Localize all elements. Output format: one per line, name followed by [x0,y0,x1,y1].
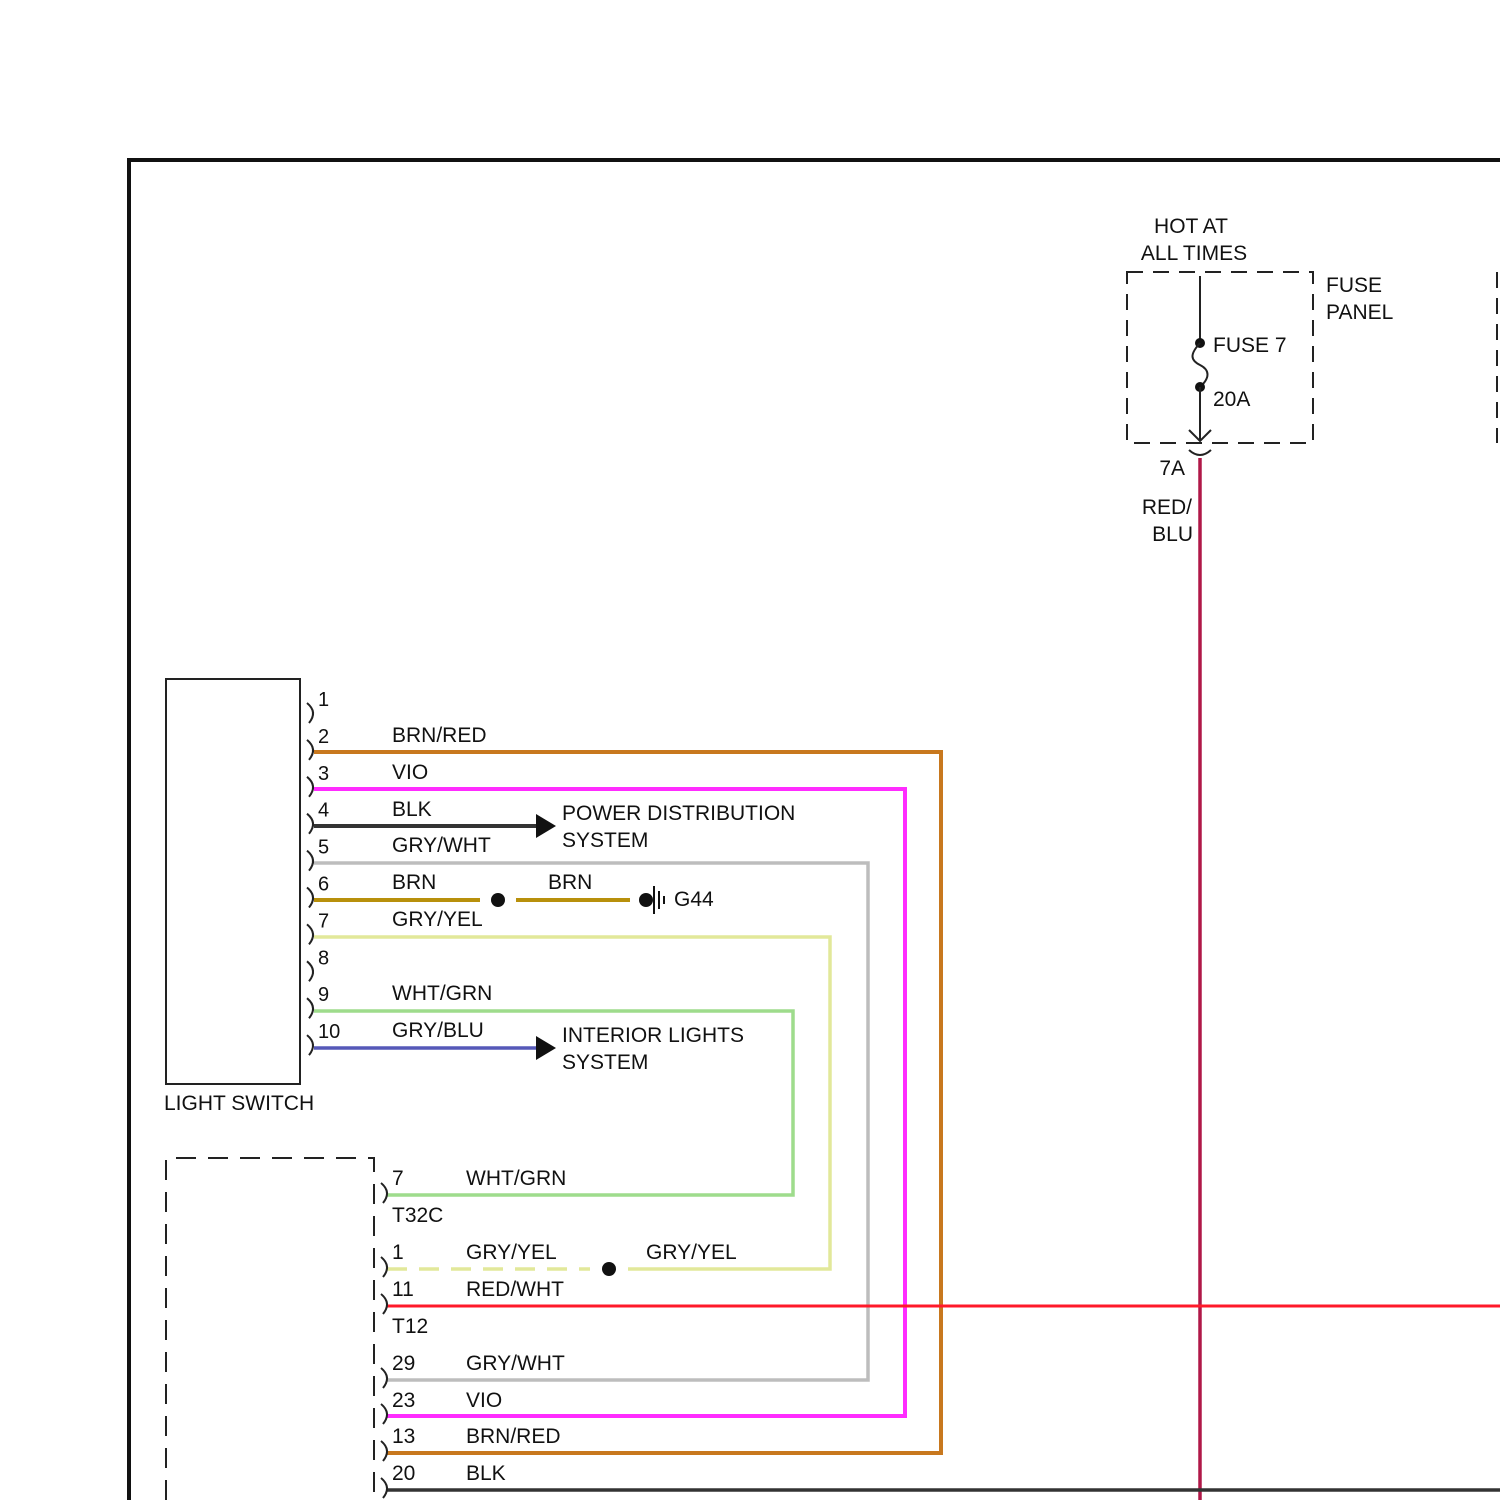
wire-label-vio: VIO [466,1389,502,1412]
connector-pin-symbol [381,1257,387,1277]
terminal-7a-label: 7A [1159,457,1185,480]
interior-lights-label: INTERIOR LIGHTS [562,1024,744,1047]
pin-label: 1 [392,1241,404,1264]
lower-module-pins [381,1183,387,1498]
light-switch-pins: 1 2 3 4 5 6 7 8 9 10 [307,689,340,1055]
wire-label-gry-yel: GRY/YEL [466,1241,557,1264]
pin-label: 5 [318,837,329,859]
ground-dot [639,893,653,907]
wire-label-red-wht: RED/WHT [466,1278,564,1301]
fuse-element [1193,343,1208,387]
connector-pin-symbol [381,1183,387,1203]
connector-t12-label: T12 [392,1315,428,1338]
pin-label: 10 [318,1021,340,1043]
lower-module: T32C T12 [166,1158,443,1500]
connector-pin-symbol [307,740,313,760]
light-switch: LIGHT SWITCH [164,679,314,1115]
fuse-rating-label: 20A [1213,388,1250,411]
connector-t32c-label: T32C [392,1204,443,1227]
wire-label-gry-yel: GRY/YEL [646,1241,737,1264]
light-switch-label: LIGHT SWITCH [164,1092,314,1115]
connector-pin-symbol [381,1294,387,1314]
pin-label: 2 [318,726,329,748]
connector-pin-symbol [307,703,313,723]
pin-label: 29 [392,1352,415,1375]
pin-label: 9 [318,984,329,1006]
pin-label: 7 [318,910,329,932]
wire-label-gry-wht: GRY/WHT [392,834,491,857]
switch-wire-labels: BRN/RED VIO BLK GRY/WHT BRN BRN GRY/YEL … [392,724,592,1042]
interior-lights-label: SYSTEM [562,1051,648,1074]
all-times-label: ALL TIMES [1141,242,1247,265]
arrow-power-distribution [536,814,556,838]
wire-label-brn: BRN [392,871,436,894]
fuse-panel: HOT AT ALL TIMES FUSE PANEL FUSE 7 20A 7… [1127,215,1497,546]
pin-label: 4 [318,800,329,822]
pin-label: 20 [392,1462,415,1485]
power-distribution-label: POWER DISTRIBUTION [562,802,795,825]
wire-label-wht-grn: WHT/GRN [392,982,492,1005]
connector-pin-symbol [307,888,313,908]
module-wire-labels: 7 WHT/GRN 1 GRY/YEL GRY/YEL 11 RED/WHT 2… [392,1167,737,1485]
wire-label-brn-red: BRN/RED [392,724,487,747]
lower-module-outline [166,1158,374,1500]
wire-label-gry-blu: GRY/BLU [392,1019,484,1042]
diagram-frame [129,160,1500,1500]
wires [314,458,1500,1500]
connector-pin-symbol [307,1035,313,1055]
wire-gry-wht [314,863,868,1380]
pin-label: 23 [392,1389,415,1412]
wire-label-wht-grn: WHT/GRN [466,1167,566,1190]
splice-dot [602,1262,616,1276]
connector-pin-symbol [307,851,313,871]
pin-label: 11 [392,1278,414,1301]
red-blu-label: RED/ [1142,496,1192,519]
power-distribution-label: SYSTEM [562,829,648,852]
pin-label: 8 [318,947,329,969]
fuse-panel-outline [1127,272,1313,443]
wire-label-gry-yel: GRY/YEL [392,908,483,931]
wire-label-blk: BLK [392,798,432,821]
pin-label: 1 [318,689,329,711]
ground-icon [654,886,664,914]
wire-label-blk: BLK [466,1462,506,1485]
pin-label: 7 [392,1167,404,1190]
connector-pin-symbol [381,1404,387,1424]
connector-pin-symbol [307,814,313,834]
pin-label: 13 [392,1425,415,1448]
fuse-name-label: FUSE 7 [1213,334,1287,357]
connector-7a-symbol [1189,450,1211,455]
pin-label: 6 [318,874,329,896]
arrow-interior-lights [536,1036,556,1060]
pin-label: 3 [318,763,329,785]
hot-at-label: HOT AT [1154,215,1228,238]
fuse-panel-title: PANEL [1326,301,1393,324]
red-blu-label: BLU [1152,523,1193,546]
connector-pin-symbol [381,1478,387,1498]
fuse-panel-title: FUSE [1326,274,1382,297]
connector-pin-symbol [307,998,313,1018]
connector-pin-symbol [307,961,313,981]
wire-label-brn: BRN [548,871,592,894]
wire-brn-red [314,752,941,1453]
wire-label-gry-wht: GRY/WHT [466,1352,565,1375]
connector-pin-symbol [307,924,313,944]
connector-pin-symbol [381,1368,387,1388]
light-switch-box [166,679,300,1084]
wire-label-vio: VIO [392,761,428,784]
ground-label: G44 [674,888,714,911]
connector-pin-symbol [381,1441,387,1461]
connector-pin-symbol [307,777,313,797]
wire-label-brn-red: BRN/RED [466,1425,561,1448]
splice-dot [491,893,505,907]
